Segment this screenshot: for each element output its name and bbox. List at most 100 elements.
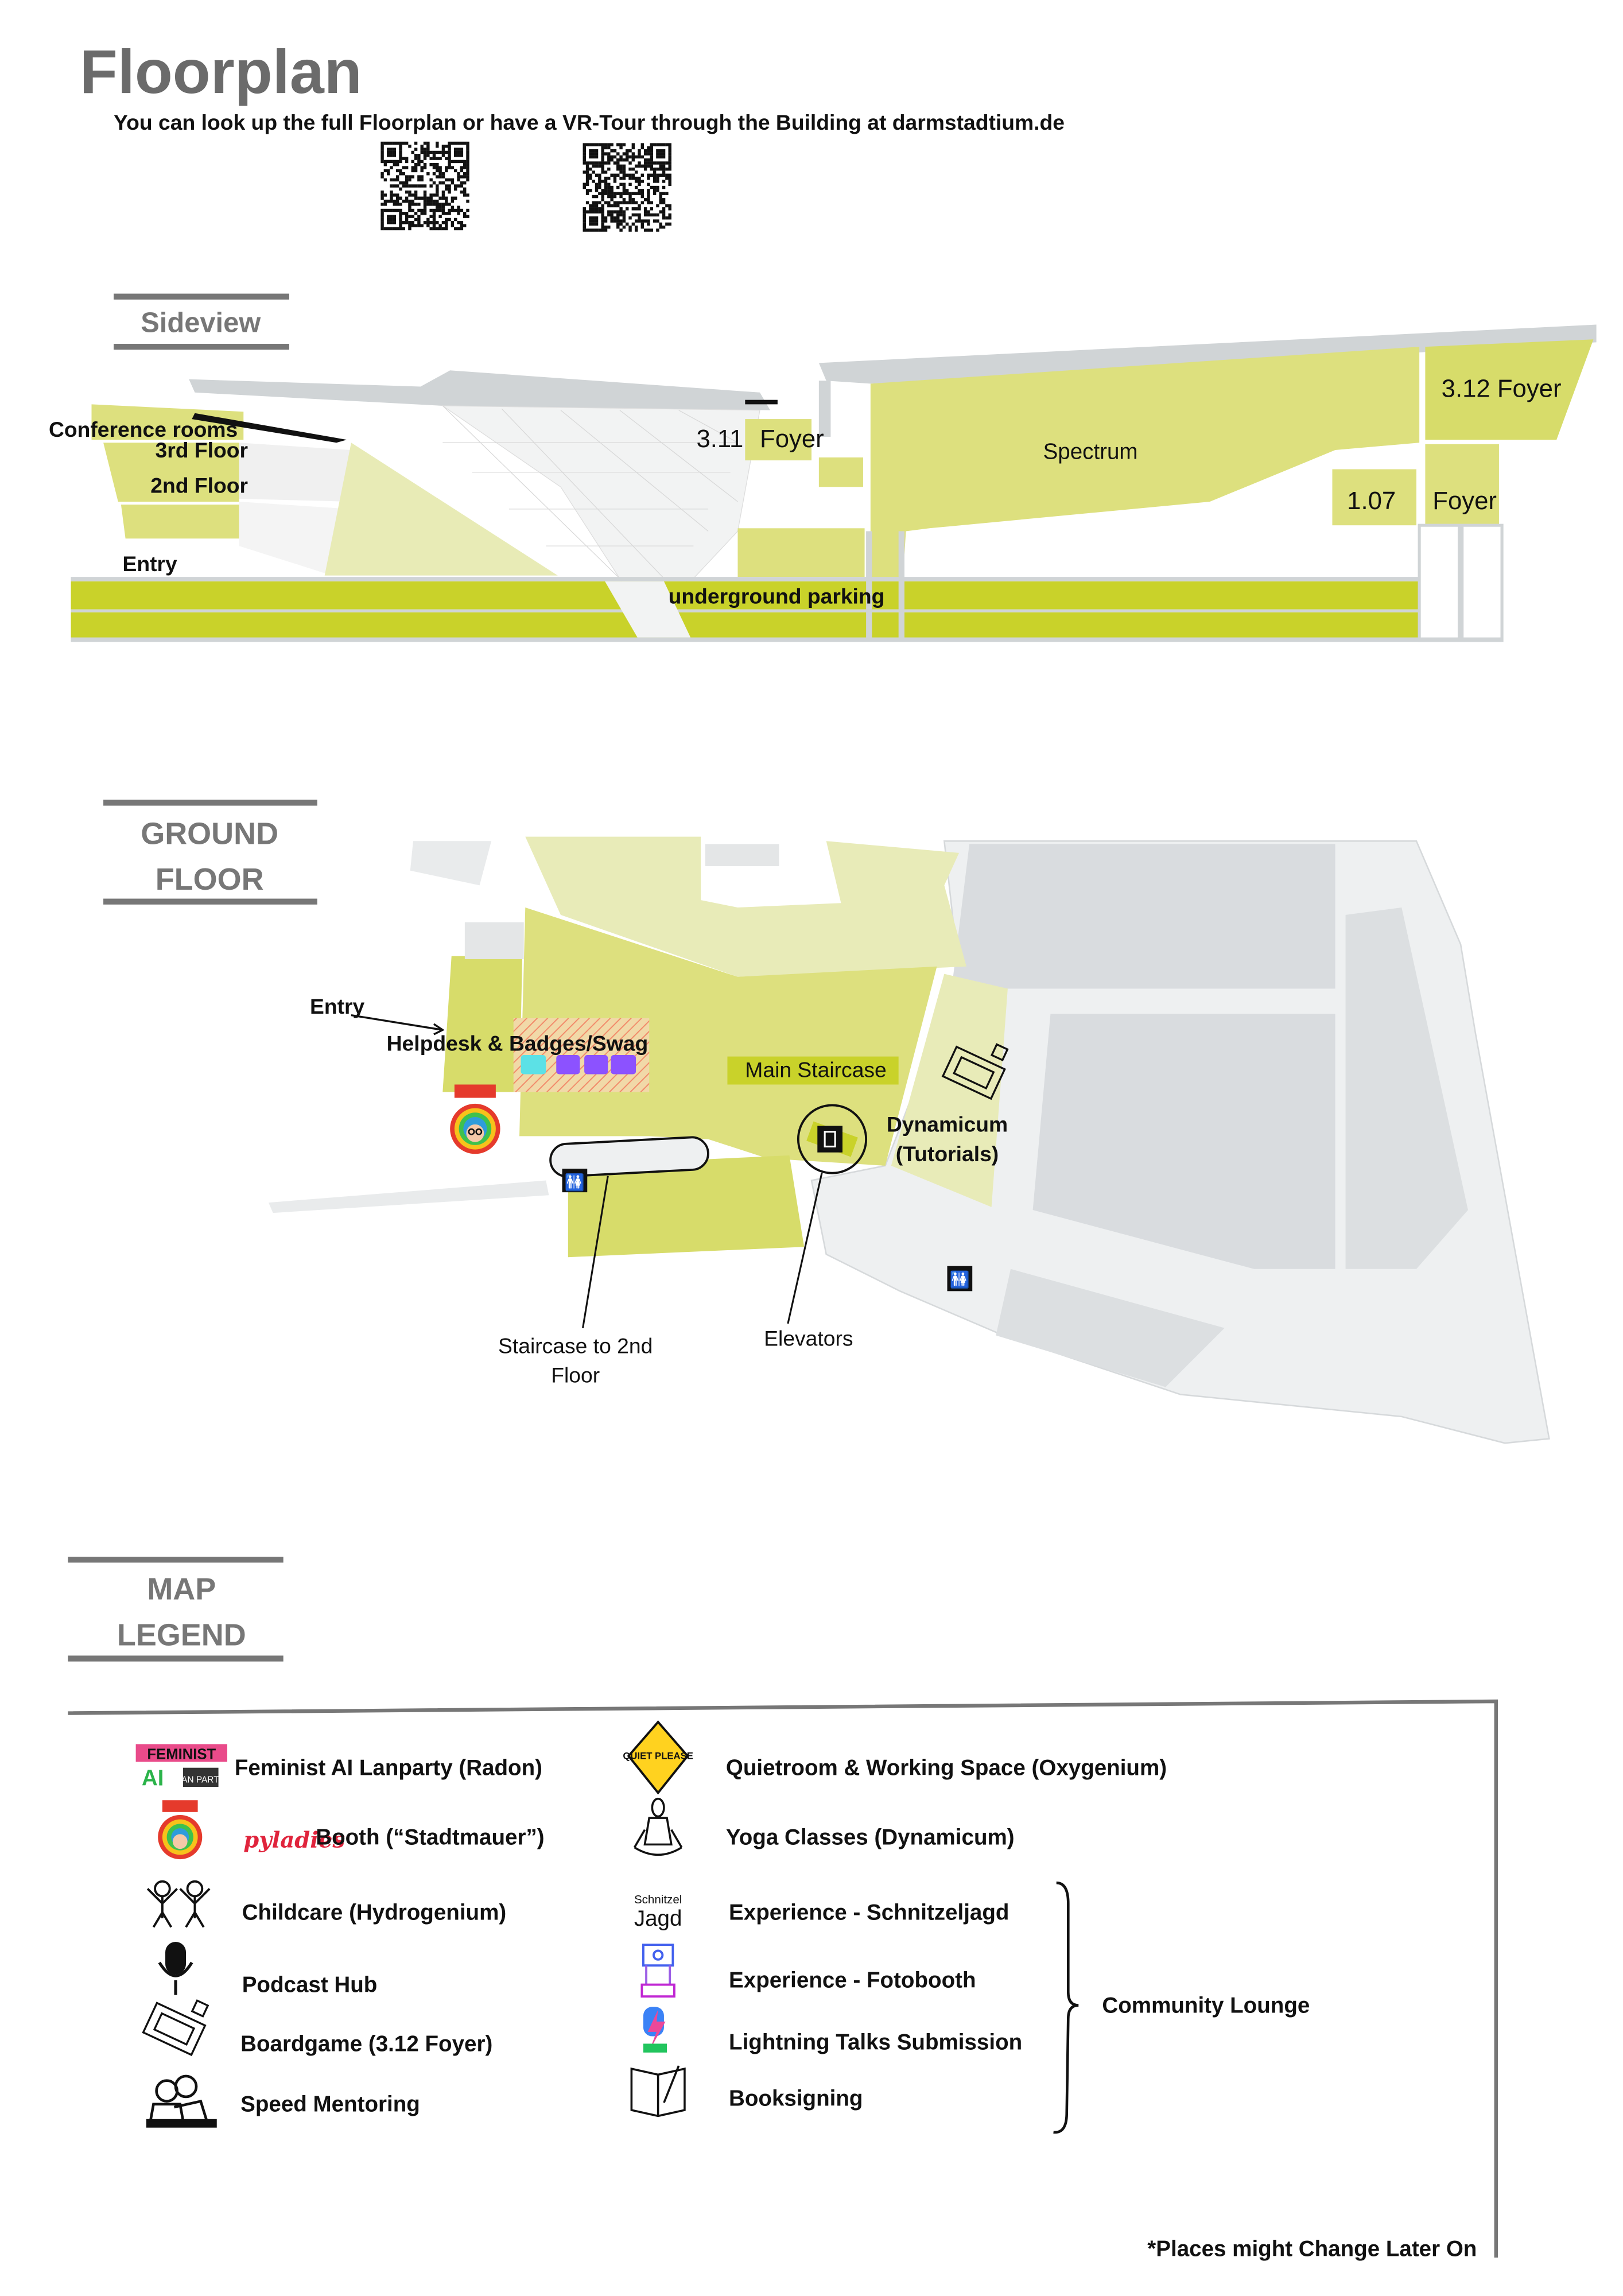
qr-module bbox=[414, 166, 418, 169]
qr-module bbox=[610, 210, 614, 214]
qr-module bbox=[592, 155, 595, 159]
qr-module bbox=[386, 199, 390, 203]
qr-module bbox=[592, 152, 595, 156]
qr-module bbox=[399, 150, 402, 154]
qr-module bbox=[598, 192, 601, 195]
qr-module bbox=[390, 141, 393, 145]
qr-module bbox=[405, 160, 409, 164]
svg-text:🚻: 🚻 bbox=[950, 1270, 970, 1289]
qr-module bbox=[640, 164, 644, 168]
qr-module bbox=[438, 224, 442, 227]
qr-module bbox=[441, 203, 445, 206]
qr-module bbox=[668, 146, 671, 150]
qr-module bbox=[598, 176, 601, 180]
qr-module bbox=[585, 201, 589, 204]
qr-module bbox=[436, 166, 439, 169]
qr-module bbox=[622, 213, 626, 217]
qr-module bbox=[610, 204, 614, 208]
qr-module bbox=[607, 204, 611, 208]
qr-module bbox=[601, 180, 604, 183]
qr-module bbox=[640, 189, 644, 192]
staircase-to-2nd-floor[interactable] bbox=[549, 1136, 709, 1178]
qr-module bbox=[662, 210, 666, 214]
qr-module bbox=[589, 222, 592, 226]
qr-module bbox=[463, 224, 467, 227]
qr-module bbox=[405, 215, 409, 218]
ground-floor-plan bbox=[268, 836, 1550, 1444]
label-elevators: Elevators bbox=[764, 1326, 853, 1350]
toilet-icon: 🚻 bbox=[562, 1168, 588, 1193]
pyladies-logo-text: pyladies bbox=[243, 1828, 345, 1853]
qr-module bbox=[643, 198, 647, 201]
label-staircase-floor: Floor bbox=[551, 1363, 600, 1387]
page-subtitle: You can look up the full Floorplan or ha… bbox=[114, 110, 1065, 134]
qr-module bbox=[438, 166, 442, 169]
qr-module bbox=[659, 173, 662, 177]
qr-code-floorplan[interactable] bbox=[380, 141, 469, 231]
qr-module bbox=[441, 196, 445, 200]
qr-module bbox=[405, 166, 409, 169]
qr-module bbox=[454, 154, 457, 157]
qr-module bbox=[386, 169, 390, 173]
qr-module bbox=[647, 192, 650, 195]
qr-module bbox=[390, 199, 393, 203]
qr-module bbox=[380, 215, 384, 218]
qr-module bbox=[423, 184, 427, 188]
qr-module bbox=[395, 208, 399, 212]
qr-module bbox=[607, 201, 611, 204]
qr-module bbox=[436, 221, 439, 224]
qr-code-vr-tour[interactable] bbox=[583, 143, 671, 232]
legend-item-podcast-hub: Podcast Hub bbox=[242, 1972, 378, 1997]
qr-module bbox=[457, 150, 460, 154]
qr-module bbox=[583, 161, 586, 165]
qr-module bbox=[616, 213, 620, 217]
qr-module bbox=[429, 203, 433, 206]
qr-module bbox=[448, 208, 451, 212]
qr-module bbox=[616, 204, 620, 208]
qr-module bbox=[383, 163, 387, 166]
qr-module bbox=[647, 152, 650, 156]
qr-module bbox=[656, 152, 659, 156]
qr-module bbox=[628, 161, 632, 165]
legend-item-fotobooth: Experience - Fotobooth bbox=[729, 1968, 976, 1993]
qr-module bbox=[601, 198, 604, 201]
qr-module bbox=[653, 173, 657, 177]
qr-module bbox=[457, 178, 460, 182]
qr-module bbox=[436, 141, 439, 145]
qr-module bbox=[613, 192, 617, 195]
qr-module bbox=[390, 193, 393, 197]
heading-bar bbox=[68, 1557, 284, 1563]
qr-module bbox=[429, 150, 433, 154]
qr-module bbox=[622, 152, 626, 156]
qr-module bbox=[622, 185, 626, 189]
qr-module bbox=[604, 225, 608, 229]
qr-module bbox=[460, 175, 464, 179]
qr-module bbox=[626, 201, 629, 204]
qr-module bbox=[595, 183, 599, 186]
qr-module bbox=[454, 208, 457, 212]
qr-module bbox=[451, 181, 455, 185]
qr-module bbox=[432, 163, 436, 166]
legend-heading-1: MAP bbox=[147, 1572, 216, 1607]
qr-module bbox=[659, 167, 662, 171]
qr-module bbox=[393, 154, 397, 157]
qr-module bbox=[420, 184, 424, 188]
svg-text:FEMINIST: FEMINIST bbox=[147, 1746, 216, 1762]
qr-module bbox=[626, 189, 629, 192]
qr-module bbox=[601, 213, 604, 217]
qr-module bbox=[638, 164, 641, 168]
qr-module bbox=[432, 154, 436, 157]
qr-module bbox=[429, 163, 433, 166]
qr-module bbox=[380, 141, 384, 145]
qr-module bbox=[426, 150, 430, 154]
qr-module bbox=[390, 184, 393, 188]
qr-module bbox=[454, 187, 457, 191]
qr-module bbox=[647, 228, 650, 232]
elevators-circle[interactable] bbox=[797, 1104, 868, 1174]
qr-module bbox=[626, 207, 629, 211]
qr-module bbox=[592, 207, 595, 211]
qr-module bbox=[619, 195, 623, 199]
qr-module bbox=[622, 170, 626, 174]
qr-module bbox=[595, 201, 599, 204]
qr-module bbox=[438, 208, 442, 212]
